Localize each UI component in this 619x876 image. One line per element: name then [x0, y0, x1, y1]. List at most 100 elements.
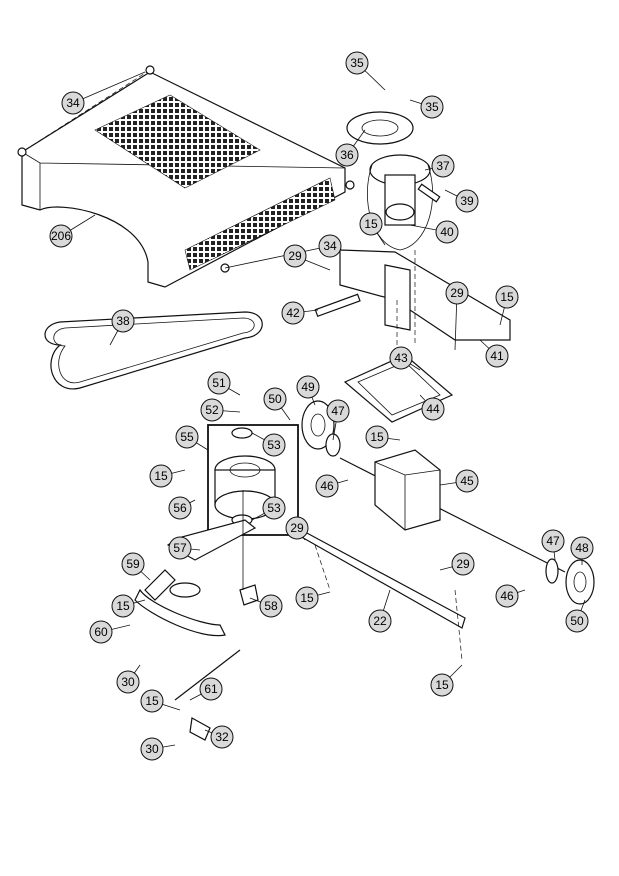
- callout-number: 38: [116, 314, 130, 328]
- callout-circle: [283, 244, 307, 268]
- callout-59: 59: [121, 552, 151, 581]
- callout-38: 38: [109, 309, 135, 346]
- callout-39: 39: [444, 189, 479, 213]
- callout-number: 57: [173, 541, 187, 555]
- callout-15: 15: [140, 689, 181, 713]
- callout-60: 60: [89, 620, 131, 644]
- callout-circle: [89, 620, 113, 644]
- callout-circle: [168, 536, 192, 560]
- callout-37: 37: [424, 154, 455, 178]
- callout-number: 15: [154, 469, 168, 483]
- callout-circle: [259, 594, 283, 618]
- callout-number: 51: [212, 376, 226, 390]
- callout-number: 29: [456, 557, 470, 571]
- callout-circle: [285, 516, 309, 540]
- upper-pulley-assembly: [346, 111, 441, 251]
- callout-15: 15: [359, 212, 386, 246]
- callout-circle: [451, 552, 475, 576]
- callout-number: 206: [51, 229, 71, 243]
- clutch-55: [207, 424, 299, 536]
- callout-52: 52: [200, 398, 241, 422]
- callout-57: 57: [168, 536, 201, 560]
- callout-circle: [455, 189, 479, 213]
- callout-circle: [262, 496, 286, 520]
- callout-circle: [149, 464, 173, 488]
- callout-circle: [389, 346, 413, 370]
- bar-22: [296, 531, 466, 661]
- callout-50: 50: [263, 387, 291, 421]
- callout-circle: [368, 609, 392, 633]
- callout-49: 49: [296, 375, 320, 406]
- callout-circle: [262, 433, 286, 457]
- callout-circle: [431, 154, 455, 178]
- transmission-45: [339, 449, 595, 605]
- belt-38: [44, 311, 263, 390]
- callout-circle: [335, 143, 359, 167]
- callout-number: 29: [290, 521, 304, 535]
- callout-number: 39: [460, 194, 474, 208]
- callout-46: 46: [495, 584, 526, 608]
- callout-number: 30: [121, 675, 135, 689]
- callout-number: 15: [364, 217, 378, 231]
- cover-206: [17, 65, 355, 288]
- callout-circle: [116, 670, 140, 694]
- callout-number: 59: [126, 557, 140, 571]
- callout-56: 56: [168, 496, 196, 520]
- callout-circle: [175, 425, 199, 449]
- callout-number: 43: [394, 351, 408, 365]
- callout-15: 15: [430, 664, 463, 697]
- callout-number: 15: [145, 694, 159, 708]
- callout-number: 48: [575, 541, 589, 555]
- callout-circle: [318, 234, 342, 258]
- callout-32: 32: [204, 725, 234, 749]
- callout-circle: [111, 594, 135, 618]
- callout-number: 55: [180, 430, 194, 444]
- callout-circle: [140, 689, 164, 713]
- callout-number: 60: [94, 625, 108, 639]
- callout-number: 34: [323, 239, 337, 253]
- callout-circle: [420, 95, 444, 119]
- leader-line: [72, 71, 146, 104]
- callout-53: 53: [251, 432, 286, 457]
- callout-58: 58: [249, 594, 283, 618]
- callout-circle: [430, 673, 454, 697]
- callout-circle: [435, 220, 459, 244]
- callout-number: 61: [204, 682, 218, 696]
- callout-circle: [210, 725, 234, 749]
- callout-number: 46: [320, 479, 334, 493]
- callout-circle: [263, 387, 287, 411]
- callout-number: 45: [460, 474, 474, 488]
- callout-circle: [326, 399, 350, 423]
- callout-number: 32: [215, 730, 229, 744]
- callout-number: 42: [286, 306, 300, 320]
- callout-number: 50: [570, 614, 584, 628]
- callout-circle: [140, 737, 164, 761]
- callout-circle: [445, 281, 469, 305]
- callout-circle: [359, 212, 383, 236]
- callout-48: 48: [570, 536, 594, 565]
- callout-number: 15: [500, 290, 514, 304]
- callout-number: 34: [66, 96, 80, 110]
- callout-number: 44: [426, 402, 440, 416]
- callout-circle: [495, 285, 519, 309]
- callout-47: 47: [541, 529, 565, 561]
- callout-circle: [111, 309, 135, 333]
- callout-number: 35: [350, 56, 364, 70]
- callout-29: 29: [439, 552, 475, 576]
- callout-number: 15: [300, 591, 314, 605]
- callout-15: 15: [111, 594, 146, 618]
- callout-55: 55: [175, 425, 209, 451]
- callout-circle: [421, 397, 445, 421]
- callout-number: 53: [267, 438, 281, 452]
- callout-22: 22: [368, 589, 392, 633]
- callout-circle: [207, 371, 231, 395]
- callout-circle: [455, 469, 479, 493]
- callout-circle: [200, 398, 224, 422]
- callout-number: 29: [288, 249, 302, 263]
- bracket-41: [314, 249, 511, 420]
- callout-number: 15: [116, 599, 130, 613]
- callout-number: 29: [450, 286, 464, 300]
- callout-circle: [121, 552, 145, 576]
